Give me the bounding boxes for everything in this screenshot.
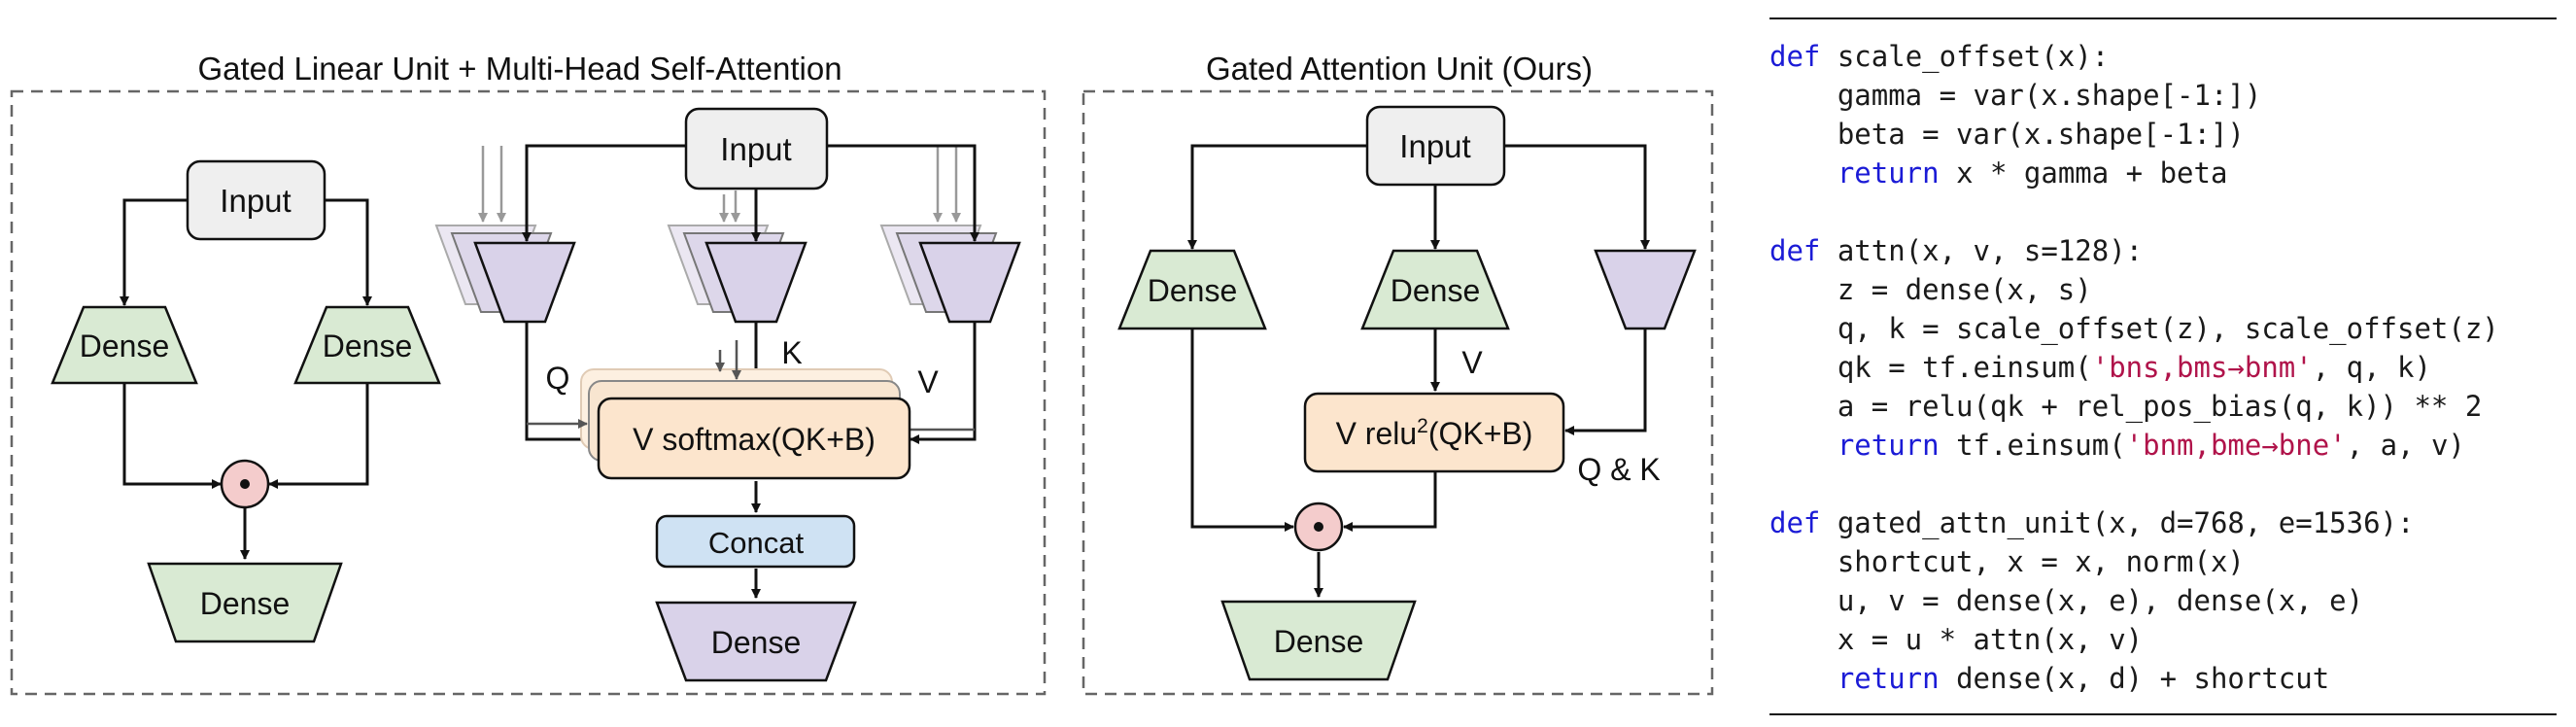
gau-dense-mid-label: Dense xyxy=(1391,273,1481,308)
mhsa-dense-out-label: Dense xyxy=(711,625,802,660)
code-text: , a, v) xyxy=(2346,429,2465,462)
architecture-diagram: Gated Linear Unit + Multi-Head Self-Atte… xyxy=(10,51,1714,696)
glu-dense-out-label: Dense xyxy=(200,586,291,621)
pseudocode-panel: def scale_offset(x): gamma = var(x.shape… xyxy=(1769,17,2557,715)
gau-dense-mid: Dense xyxy=(1360,249,1510,330)
code-line: qk = tf.einsum('bns,bms→bnm', q, k) xyxy=(1769,348,2431,387)
code-line: u, v = dense(x, e), dense(x, e) xyxy=(1769,581,2363,620)
top-rule xyxy=(1769,17,2557,19)
glu-mhsa-panel xyxy=(10,89,1047,696)
glu-input-label: Input xyxy=(220,183,291,219)
code-text: scale_offset(x): xyxy=(1820,40,2110,73)
glu-input-box: Input xyxy=(186,159,326,241)
mhsa-k-label: K xyxy=(781,335,802,370)
mhsa-v-label: V xyxy=(917,364,939,399)
mhsa-concat-label: Concat xyxy=(708,526,805,560)
code-line: return tf.einsum('bnm,bme→bne', a, v) xyxy=(1769,426,2465,465)
code-text: z = dense(x, s) xyxy=(1769,273,2092,306)
code-text: attn(x, v, s=128): xyxy=(1820,234,2144,267)
gau-qk-label: Q & K xyxy=(1577,452,1660,487)
mhsa-input-label: Input xyxy=(720,131,791,167)
glu-arrows xyxy=(120,198,372,560)
gau-attention-label: V relu2(QK+B) xyxy=(1336,415,1533,451)
code-line: z = dense(x, s) xyxy=(1769,270,2092,309)
code-line: beta = var(x.shape[-1:]) xyxy=(1769,115,2245,154)
code-line: return x * gamma + beta xyxy=(1769,154,2228,192)
code-line: def gated_attn_unit(x, d=768, e=1536): xyxy=(1769,503,2414,542)
gau-dense-out-label: Dense xyxy=(1274,624,1364,659)
mhsa-arrows xyxy=(522,144,979,599)
code-text: gated_attn_unit(x, d=768, e=1536): xyxy=(1820,506,2415,539)
glu-dense-right-label: Dense xyxy=(323,329,413,364)
mhsa-head-arrows xyxy=(478,146,961,223)
code-text: beta = var(x.shape[-1:]) xyxy=(1769,118,2245,151)
gau-dense-left-label: Dense xyxy=(1148,273,1238,308)
mhsa-input-box: Input xyxy=(684,107,829,190)
gau-diagram: Input Dense Dense V V relu2(QK+B) Q & K … xyxy=(1117,105,1697,681)
code-text: a = relu(qk + rel_pos_bias(q, k)) ** 2 xyxy=(1769,390,2483,423)
gau-panel-title: Gated Attention Unit (Ours) xyxy=(1206,51,1593,87)
mhsa-q-projection xyxy=(473,241,576,324)
code-text xyxy=(1769,429,1838,462)
code-text: , q, k) xyxy=(2312,351,2431,384)
code-text: q, k = scale_offset(z), scale_offset(z) xyxy=(1769,312,2499,345)
code-text: shortcut, x = x, norm(x) xyxy=(1769,545,2245,578)
glu-gate xyxy=(220,459,270,509)
glu-dense-left: Dense xyxy=(51,305,198,385)
gau-panel xyxy=(1082,89,1714,696)
code-keyword: def xyxy=(1769,40,1821,73)
bottom-rule xyxy=(1769,713,2557,715)
code-text: u, v = dense(x, e), dense(x, e) xyxy=(1769,584,2364,617)
mhsa-concat-box: Concat xyxy=(655,514,856,569)
code-line: return dense(x, d) + shortcut xyxy=(1769,659,2329,698)
glu-dense-left-label: Dense xyxy=(80,329,170,364)
gau-attention-box: V relu2(QK+B) xyxy=(1303,392,1565,473)
code-text: gamma = var(x.shape[-1:]) xyxy=(1769,79,2262,112)
code-text xyxy=(1769,662,1838,695)
mhsa-dense-out: Dense xyxy=(655,601,857,682)
code-line: def scale_offset(x): xyxy=(1769,37,2109,76)
code-line: def attn(x, v, s=128): xyxy=(1769,231,2143,270)
gau-gate xyxy=(1293,502,1344,552)
gau-arrows xyxy=(1187,144,1650,598)
mhsa-v-projection xyxy=(918,241,1021,324)
code-keyword: return xyxy=(1837,156,1940,190)
code-keyword: return xyxy=(1837,662,1940,695)
code-text: x = u * attn(x, v) xyxy=(1769,623,2144,656)
gau-v-label: V xyxy=(1461,345,1483,380)
code-line: x = u * attn(x, v) xyxy=(1769,620,2143,659)
code-text: tf.einsum( xyxy=(1939,429,2126,462)
code-string: 'bnm,bme→bne' xyxy=(2125,429,2347,462)
mhsa-q-label: Q xyxy=(546,361,570,396)
code-line: q, k = scale_offset(z), scale_offset(z) xyxy=(1769,309,2499,348)
glu-mhsa-panel-title: Gated Linear Unit + Multi-Head Self-Atte… xyxy=(197,51,841,87)
code-text: dense(x, d) + shortcut xyxy=(1939,662,2330,695)
code-line: shortcut, x = x, norm(x) xyxy=(1769,542,2245,581)
code-text: x * gamma + beta xyxy=(1939,156,2228,190)
gau-input-label: Input xyxy=(1399,128,1470,164)
code-text: qk = tf.einsum( xyxy=(1769,351,2092,384)
code-line: a = relu(qk + rel_pos_bias(q, k)) ** 2 xyxy=(1769,387,2482,426)
mhsa-k-projection xyxy=(704,241,807,324)
code-text xyxy=(1769,156,1838,190)
code-keyword: def xyxy=(1769,506,1821,539)
gau-dense-left: Dense xyxy=(1117,249,1267,330)
gau-dense-out: Dense xyxy=(1220,600,1417,681)
mhsa-stack-arrows xyxy=(527,340,975,434)
code-keyword: return xyxy=(1837,429,1940,462)
code-keyword: def xyxy=(1769,234,1821,267)
gau-input-box: Input xyxy=(1365,105,1506,187)
mhsa-diagram: Input Q K V V softmax(QK+B) Concat Dense xyxy=(434,107,1021,682)
code-string: 'bns,bms→bnm' xyxy=(2091,351,2313,384)
glu-diagram: Input Dense Dense Dense xyxy=(51,159,441,643)
glu-dense-right: Dense xyxy=(293,305,441,385)
mhsa-attention-label: V softmax(QK+B) xyxy=(633,422,876,457)
code-line: gamma = var(x.shape[-1:]) xyxy=(1769,76,2262,115)
glu-dense-out: Dense xyxy=(147,562,343,643)
mhsa-attention-box: V softmax(QK+B) xyxy=(597,397,911,480)
gau-qk-projection xyxy=(1594,249,1697,330)
